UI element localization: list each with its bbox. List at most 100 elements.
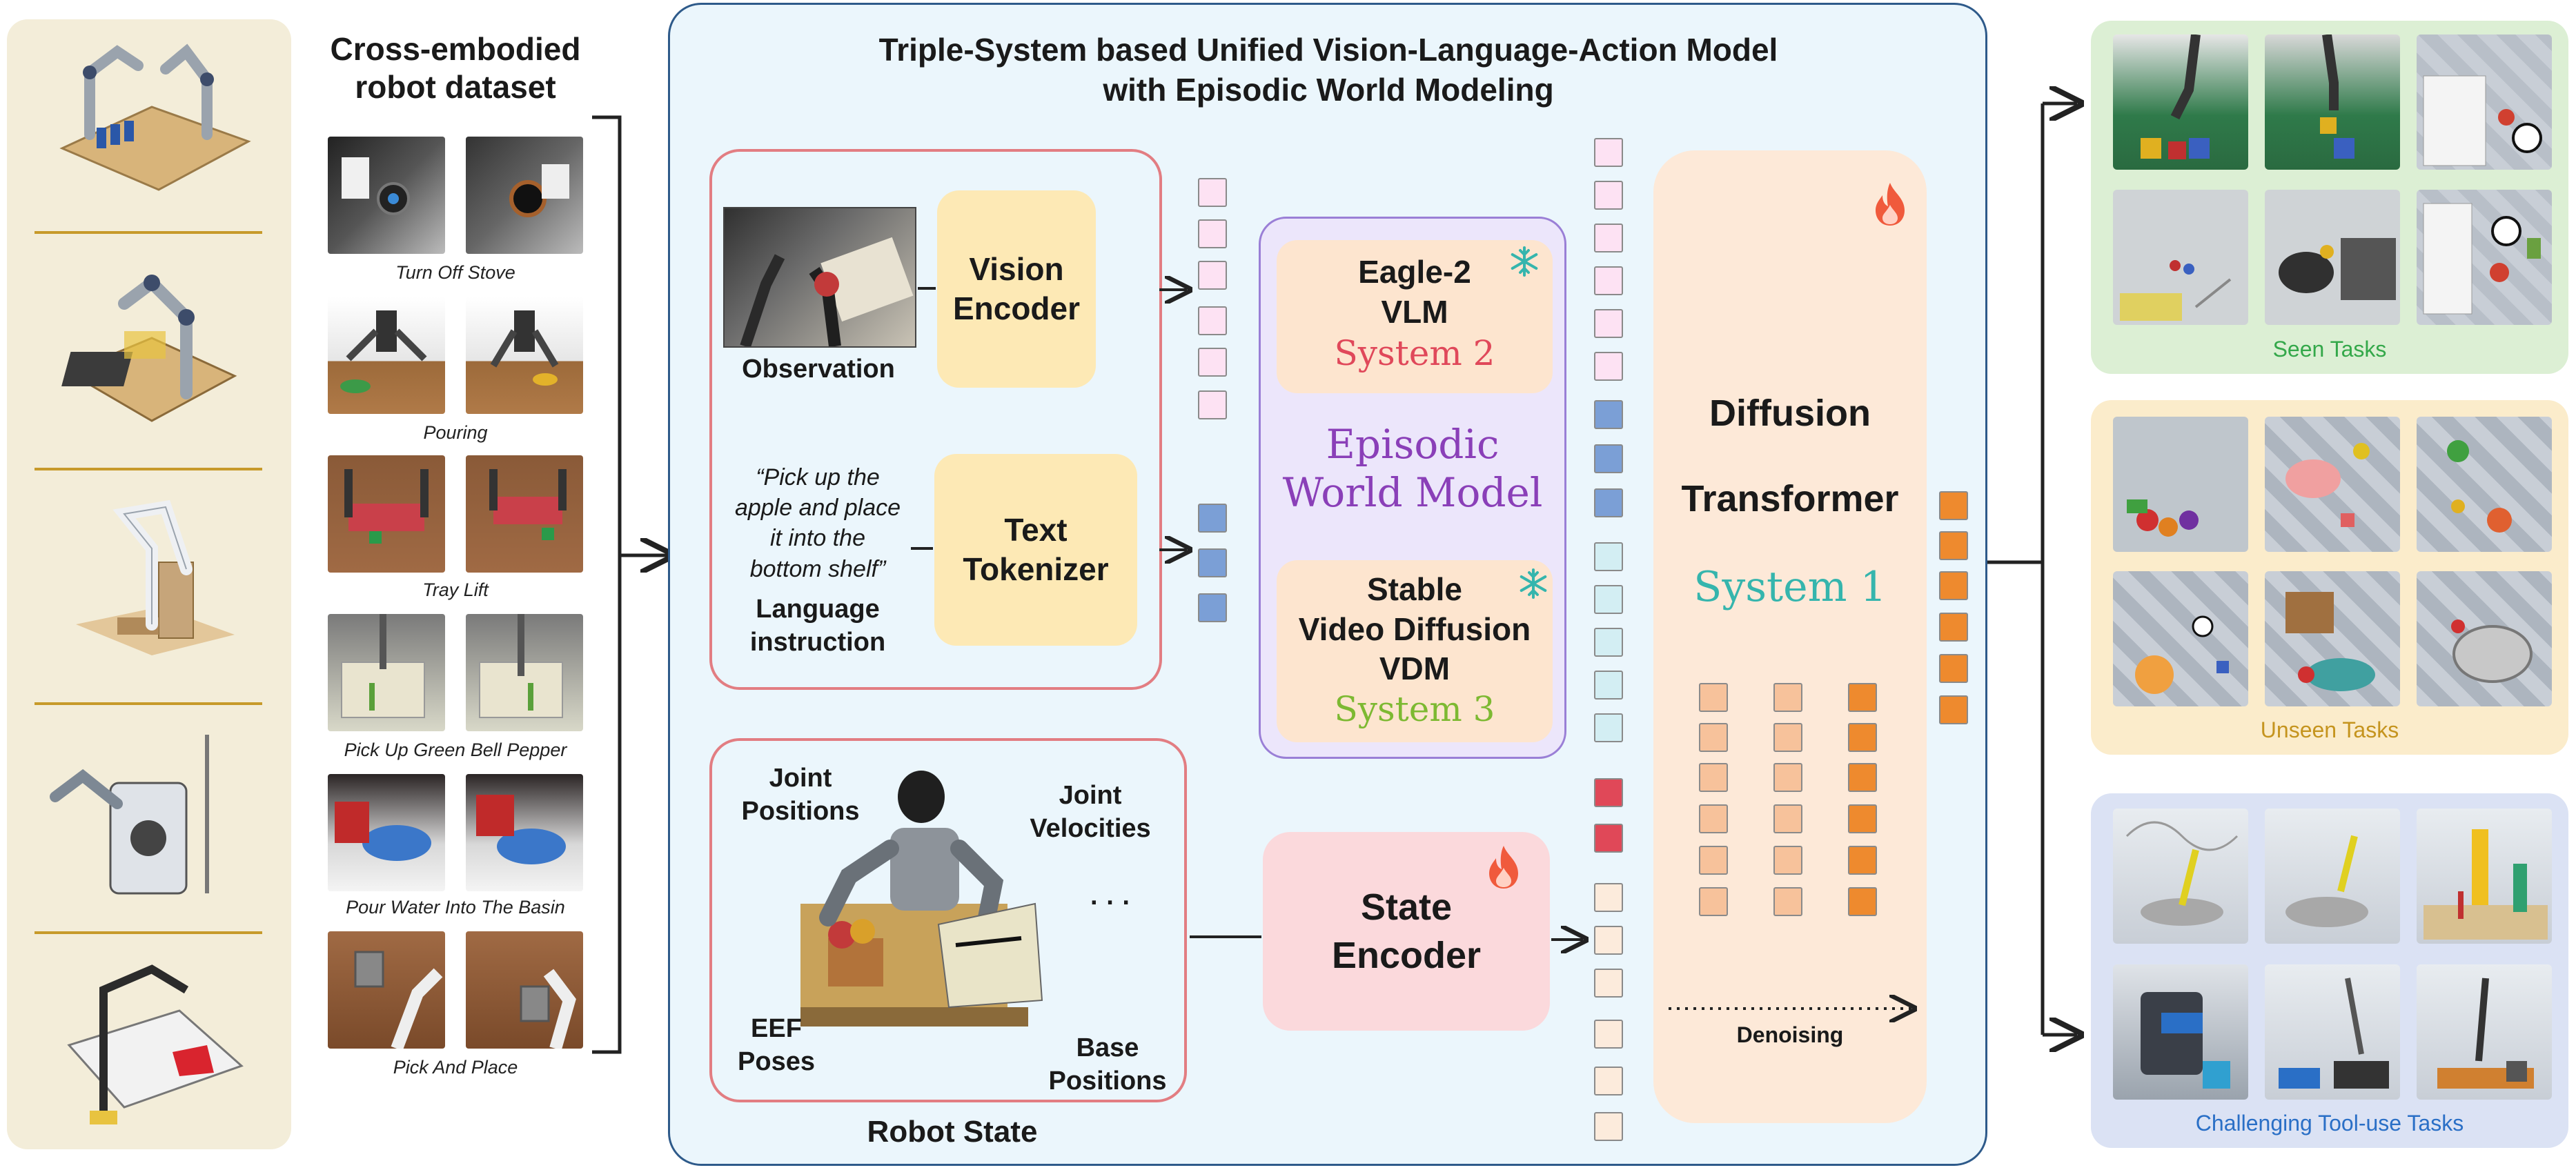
instruction-line4: bottom shelf” xyxy=(749,555,886,582)
dataset-frame xyxy=(466,931,583,1049)
robot-thumbnail-franka xyxy=(76,499,235,655)
joint-velocities-label: Joint Velocities xyxy=(1014,780,1166,845)
action-token xyxy=(1848,763,1877,792)
task-image xyxy=(2265,34,2400,170)
dataset-frame xyxy=(328,774,445,891)
task-image xyxy=(2113,964,2248,1100)
system1-label: System 1 xyxy=(1693,563,1887,611)
vision-token xyxy=(1594,224,1623,252)
snowflake-icon xyxy=(1511,246,1538,277)
eef-line2: Poses xyxy=(738,1047,815,1076)
world-model-token xyxy=(1594,671,1623,700)
dataset-frame xyxy=(328,614,445,731)
noise-token xyxy=(1594,824,1623,853)
dataset-title-line2: robot dataset xyxy=(355,69,556,106)
diffusion-transformer-box xyxy=(1653,150,1927,1123)
state-token xyxy=(1594,1020,1623,1049)
dataset-frame xyxy=(466,614,583,731)
vision-encoder-box: Vision Encoder xyxy=(937,190,1096,388)
action-token xyxy=(1773,763,1802,792)
action-token xyxy=(1773,804,1802,833)
joint-velocities-line2: Velocities xyxy=(1030,813,1151,843)
task-image xyxy=(2265,190,2400,325)
dataset-frame xyxy=(466,137,583,254)
noise-token xyxy=(1594,778,1623,807)
instruction-line1: “Pick up the xyxy=(756,464,880,490)
separator xyxy=(35,931,262,934)
dataset-frame xyxy=(466,455,583,573)
output-action-token xyxy=(1939,654,1968,683)
flame-icon xyxy=(1876,183,1905,226)
svd-line3: VDM xyxy=(1379,651,1451,686)
system3-label: System 3 xyxy=(1334,688,1495,729)
task-image xyxy=(2417,964,2552,1100)
dataset-frame xyxy=(328,931,445,1049)
vision-token xyxy=(1594,138,1623,167)
video-diffusion-box: Stable Video Diffusion VDM System 3 xyxy=(1277,560,1553,742)
language-label-line1: Language xyxy=(756,595,880,624)
output-action-token xyxy=(1939,695,1968,724)
joint-positions-line2: Positions xyxy=(741,796,860,826)
task-image xyxy=(2417,809,2552,944)
dataset-title-line1: Cross-embodied xyxy=(330,31,581,67)
instruction-line2: apple and place xyxy=(734,495,901,522)
vision-token xyxy=(1198,219,1227,248)
unseen-tasks-label: Unseen Tasks xyxy=(2260,717,2399,742)
vision-token xyxy=(1594,309,1623,338)
diffusion-line1: Diffusion xyxy=(1709,393,1871,434)
action-token xyxy=(1699,723,1728,752)
text-tokenizer-box: Text Tokenizer xyxy=(934,454,1137,646)
task-image xyxy=(2113,571,2248,706)
world-model-token xyxy=(1594,628,1623,657)
task-image xyxy=(2113,34,2248,170)
action-token xyxy=(1848,683,1877,712)
state-token xyxy=(1594,969,1623,998)
dataset-caption: Pouring xyxy=(423,422,488,443)
task-image xyxy=(2265,571,2400,706)
language-instruction-text: “Pick up the apple and place it into the… xyxy=(718,462,918,584)
state-token xyxy=(1594,1067,1623,1095)
dataset-frame xyxy=(328,297,445,414)
text-tokenizer-line2: Tokenizer xyxy=(963,551,1109,587)
vision-token xyxy=(1198,390,1227,419)
vision-token xyxy=(1594,266,1623,295)
task-image xyxy=(2417,571,2552,706)
text-token xyxy=(1198,504,1227,533)
base-line1: Base xyxy=(1076,1033,1139,1062)
observation-label: Observation xyxy=(742,355,895,384)
dataset-caption: Pour Water Into The Basin xyxy=(346,897,565,918)
action-token xyxy=(1699,804,1728,833)
text-token xyxy=(1594,444,1623,473)
episodic-world-model-label: Episodic World Model xyxy=(1260,421,1565,517)
input-encoders-box xyxy=(709,149,1162,690)
separator xyxy=(35,702,262,705)
task-image xyxy=(2113,190,2248,325)
vision-encoder-line2: Encoder xyxy=(952,290,1081,326)
dataset-frame xyxy=(466,297,583,414)
separator xyxy=(35,231,262,234)
dataset-caption: Pick And Place xyxy=(393,1057,518,1078)
vision-token xyxy=(1198,261,1227,290)
text-token xyxy=(1594,400,1623,429)
state-encoder-line2: Encoder xyxy=(1331,935,1482,976)
state-token xyxy=(1594,926,1623,955)
instruction-line3: it into the xyxy=(770,525,865,552)
robot-thumbnail-mobile-arm xyxy=(50,735,209,895)
text-tokenizer-line1: Text xyxy=(1004,511,1068,548)
action-token xyxy=(1699,887,1728,916)
task-image xyxy=(2113,809,2248,944)
output-action-token xyxy=(1939,613,1968,642)
base-positions-label: Base Positions xyxy=(1035,1032,1180,1098)
joint-velocities-line1: Joint xyxy=(1059,781,1122,810)
task-image xyxy=(2417,190,2552,325)
action-token xyxy=(1848,804,1877,833)
vision-token xyxy=(1198,348,1227,377)
robot-state-box xyxy=(709,738,1187,1102)
episodic-line2: World Model xyxy=(1282,468,1543,516)
vision-token xyxy=(1594,181,1623,210)
vision-token xyxy=(1198,306,1227,335)
task-image xyxy=(2265,964,2400,1100)
action-token xyxy=(1773,887,1802,916)
